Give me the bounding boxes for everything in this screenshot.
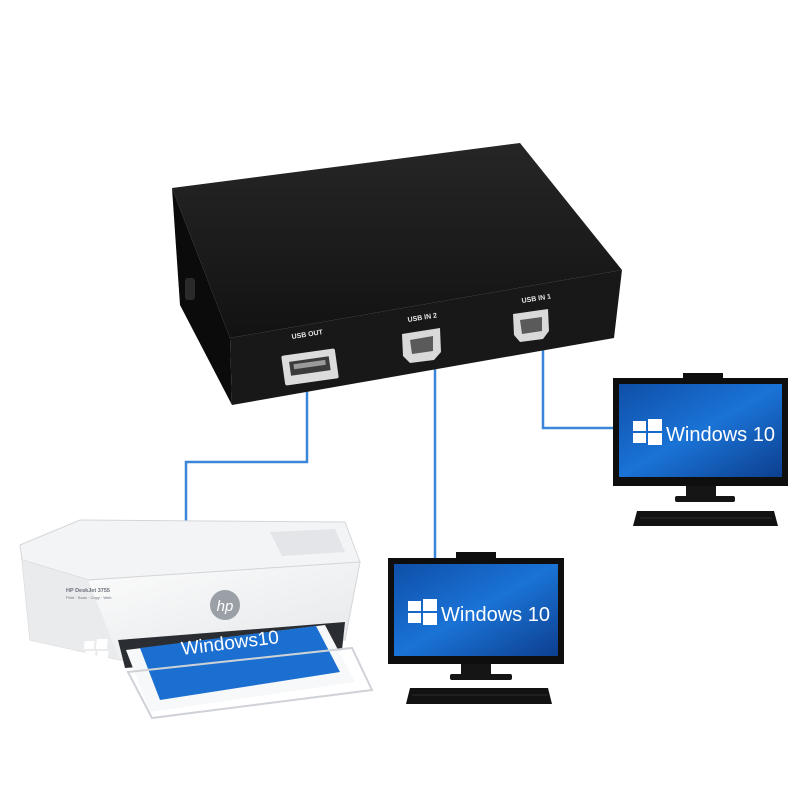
printer: HP DeskJet 3755 Print · Scan · Copy · We… bbox=[19, 519, 374, 720]
usb-out-label: USB OUT bbox=[291, 329, 324, 341]
monitor-left-logo-text: Windows 10 bbox=[441, 604, 550, 626]
monitor-right-stand-base bbox=[675, 496, 735, 502]
usb-switch-box: USB OUT USB IN 2 USB IN 1 bbox=[172, 143, 622, 405]
usb-out-port[interactable] bbox=[281, 348, 339, 386]
hp-logo-icon bbox=[210, 590, 240, 620]
printer-side bbox=[22, 560, 120, 660]
monitor-left-stand-base bbox=[450, 674, 512, 680]
usb-in-1-port[interactable] bbox=[513, 309, 549, 342]
windows-logo-icon bbox=[83, 639, 109, 661]
cable-usb-in1-to-monitor-right bbox=[541, 348, 620, 430]
usb-in-2-port[interactable] bbox=[402, 328, 441, 363]
usb-in-2-label: USB IN 2 bbox=[407, 312, 437, 324]
switch-left-face bbox=[172, 188, 232, 405]
monitor-left-screen bbox=[394, 564, 558, 656]
cable-usb-out-to-printer bbox=[184, 385, 309, 528]
monitor-right: Windows 10 bbox=[613, 373, 788, 526]
windows-logo-icon bbox=[408, 599, 437, 625]
usb-in-1-label: USB IN 1 bbox=[521, 293, 551, 305]
switch-top-face bbox=[172, 143, 622, 338]
monitor-right-logo-text: Windows 10 bbox=[666, 424, 775, 446]
side-button[interactable] bbox=[185, 278, 195, 300]
monitor-left-webcam bbox=[456, 552, 496, 560]
monitor-right-screen bbox=[619, 384, 782, 477]
printer-model-line1: HP DeskJet 3755 bbox=[66, 588, 110, 594]
printer-control-panel[interactable] bbox=[270, 529, 345, 556]
paper-tray bbox=[126, 646, 374, 720]
keyboard-left[interactable] bbox=[406, 688, 552, 704]
monitor-right-stand-neck bbox=[686, 486, 716, 498]
usb-cables bbox=[184, 348, 620, 565]
monitor-left: Windows 10 bbox=[388, 552, 564, 704]
printer-model-line2: Print · Scan · Copy · Web bbox=[66, 595, 112, 600]
printer-brand: hp bbox=[217, 598, 234, 615]
printed-paper-image bbox=[140, 626, 340, 700]
windows-logo-icon bbox=[633, 419, 662, 445]
monitor-right-webcam bbox=[683, 373, 723, 380]
monitor-left-stand-neck bbox=[461, 664, 491, 676]
